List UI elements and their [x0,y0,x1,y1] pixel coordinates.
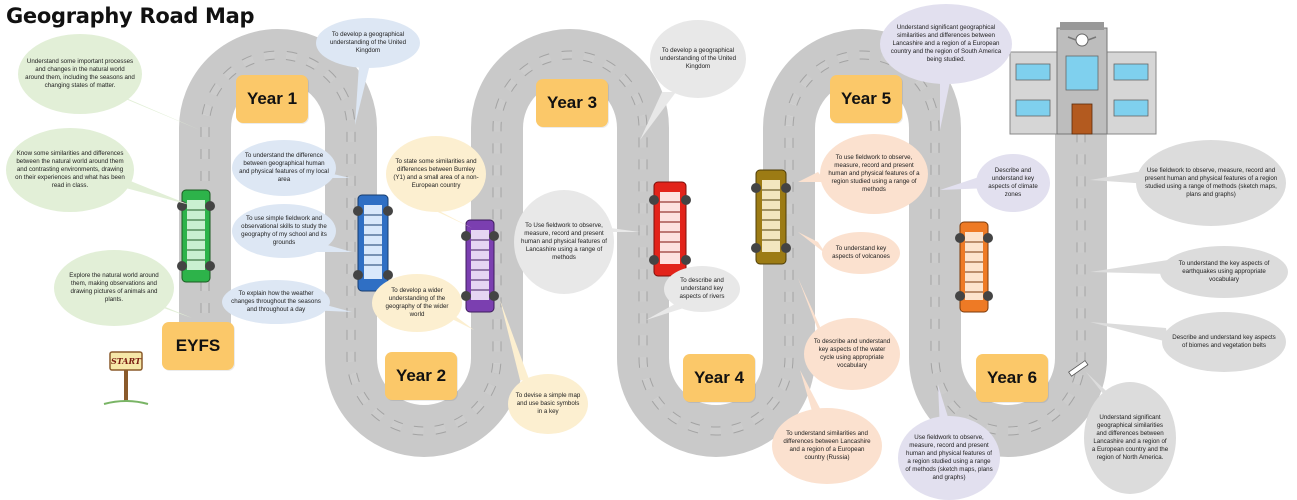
objective-bubble: To understand the key aspects of earthqu… [1160,246,1288,298]
objective-bubble: To understand similarities and differenc… [772,408,882,484]
year-label-year-3: Year 3 [536,79,608,127]
road-surface [179,29,1107,457]
objective-bubble: To understand key aspects of volcanoes [822,232,900,274]
objective-bubble: To develop a geographical understanding … [316,18,420,68]
objective-bubble: To use simple fieldwork and observationa… [232,204,336,258]
objective-bubble: Understand some important processes and … [18,34,142,114]
objective-bubble: To describe and understand key aspects o… [804,318,900,390]
objective-bubble: To develop a geographical understanding … [650,20,746,98]
year-label-year-6: Year 6 [976,354,1048,402]
year-label-year-5: Year 5 [830,75,902,123]
objective-bubble: To develop a wider understanding of the … [372,274,462,332]
objective-bubble: To understand the difference between geo… [232,140,336,196]
year-label-year-1: Year 1 [236,75,308,123]
bus-orange-icon [955,221,993,313]
bus-red-icon [649,181,691,277]
bus-green-icon [177,189,215,283]
objective-bubble: Understand significant geographical simi… [1084,382,1176,494]
town-hall-building-icon [1009,22,1157,135]
objective-bubble: To describe and understand key aspects o… [664,266,740,312]
start-sign-icon: START [103,351,149,405]
page-title: Geography Road Map [6,4,255,28]
objective-bubble: Describe and understand key aspects of b… [1162,312,1286,372]
start-sign-label: START [111,356,142,366]
objective-bubble: Describe and understand key aspects of c… [976,154,1050,212]
bus-olive-icon [751,169,791,265]
objective-bubble: Know some similarities and differences b… [6,128,134,212]
objective-bubble: Use fieldwork to observe, measure, recor… [1136,140,1286,226]
objective-bubble: To explain how the weather changes throu… [222,280,330,324]
objective-bubble: To use fieldwork to observe, measure, re… [820,134,928,214]
objective-bubble: To devise a simple map and use basic sym… [508,374,588,434]
objective-bubble: Use fieldwork to observe, measure, recor… [898,416,1000,500]
objective-bubble: Understand significant geographical simi… [880,4,1012,84]
objective-bubble: Explore the natural world around them, m… [54,250,174,326]
finish-line [1068,360,1089,377]
year-label-year-2: Year 2 [385,352,457,400]
bus-blue-icon [353,194,393,292]
bus-purple-icon [461,219,499,313]
objective-bubble: To Use fieldwork to observe, measure, re… [514,190,614,294]
winding-road [179,29,1107,457]
year-label-eyfs: EYFS [162,322,234,370]
objective-bubble: To state some similarities and differenc… [386,136,486,212]
year-label-year-4: Year 4 [683,354,755,402]
